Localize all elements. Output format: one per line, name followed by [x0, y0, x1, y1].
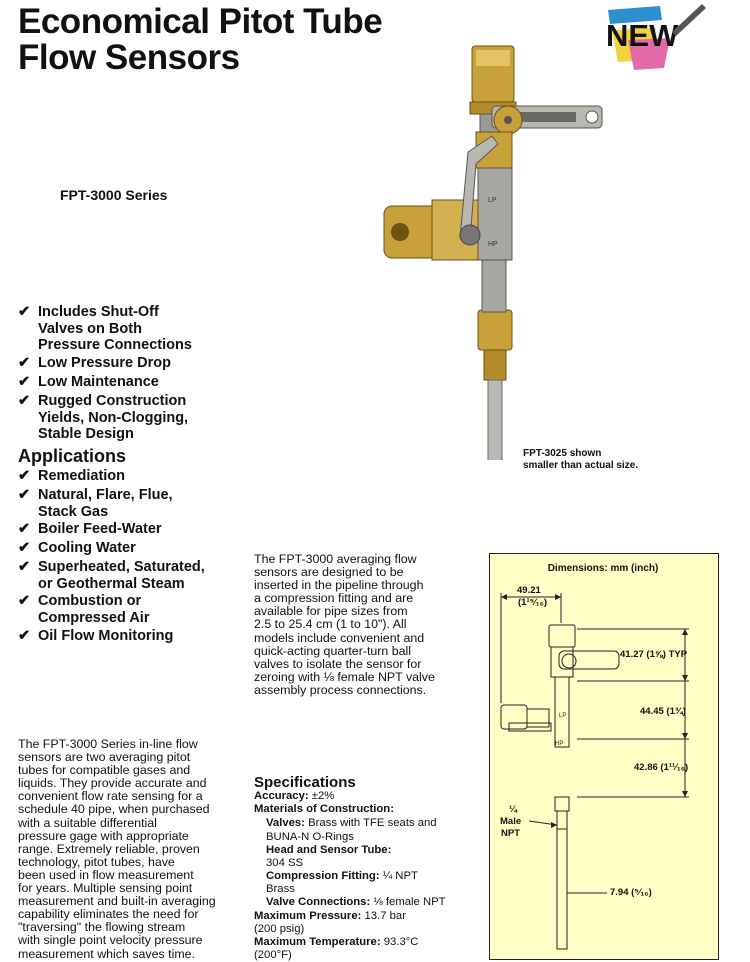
new-badge: NEW — [606, 4, 706, 70]
applications-heading: Applications — [18, 446, 127, 466]
series-label: FPT-3000 Series — [60, 187, 168, 203]
title-line-2: Flow Sensors — [18, 38, 240, 77]
dimensions-title: Dimensions: mm (inch) — [547, 563, 659, 574]
check-icon: ✔ — [18, 393, 31, 409]
dim-npt-label: NPT — [501, 828, 520, 839]
pen-icon — [672, 4, 706, 36]
check-icon: ✔ — [18, 628, 31, 644]
spec-valve-connections: Valve Connections: ⅛ female NPT — [266, 896, 446, 908]
dim-fitting-length: 42.86 (1¹¹⁄₁₆) — [634, 762, 689, 773]
title-line-1: Economical Pitot Tube — [18, 2, 383, 41]
badge-text: NEW — [606, 18, 679, 53]
dim-valve-spacing: 41.27 (1⅝) TYP — [620, 649, 688, 660]
specifications-heading: Specifications — [254, 774, 356, 791]
spec-accuracy: Accuracy: ±2% — [254, 790, 335, 802]
spec-materials: Materials of Construction: — [254, 803, 394, 815]
spec-compression-cont: Brass — [266, 883, 295, 895]
photo-lp-label: LP — [488, 197, 497, 204]
photo-hp-label: HP — [488, 241, 498, 248]
spec-head-tube-value: 304 SS — [266, 857, 304, 869]
page-title: Economical Pitot Tube Flow Sensors — [18, 2, 383, 77]
spec-max-pressure-cont: (200 psig) — [254, 923, 305, 935]
spec-max-pressure: Maximum Pressure: 13.7 bar — [254, 910, 406, 922]
check-icon: ✔ — [18, 521, 31, 537]
dim-head-length: 44.45 (1¾) — [640, 706, 686, 717]
spec-valves-cont: BUNA-N O-Rings — [266, 831, 354, 843]
check-icon: ✔ — [18, 487, 31, 503]
drawing-lp-label: LP — [559, 713, 566, 719]
spec-valves: Valves: Brass with TFE seats and — [266, 817, 437, 829]
product-photo: LP HP — [383, 45, 603, 460]
dim-tube-diameter: 7.94 (⁵⁄₁₆) — [610, 887, 652, 898]
dim-npt-fraction: ¼ — [509, 804, 517, 815]
drawing-hp-label: HP — [555, 741, 563, 747]
check-icon: ✔ — [18, 355, 31, 371]
spec-compression: Compression Fitting: ¼ NPT — [266, 870, 418, 882]
badge-swash-pink — [628, 38, 670, 70]
spec-max-temp-cont: (200°F) — [254, 949, 292, 961]
badge-swash-blue — [608, 6, 662, 24]
check-icon: ✔ — [18, 304, 31, 320]
dim-width-inch: (1¹⁵⁄₁₆) — [518, 597, 548, 608]
spec-head-tube: Head and Sensor Tube: — [266, 844, 392, 856]
check-icon: ✔ — [18, 593, 31, 609]
check-icon: ✔ — [18, 374, 31, 390]
dim-width-value: 49.21 — [517, 585, 541, 596]
dimension-drawing: LP HP — [500, 593, 689, 950]
spec-max-temp: Maximum Temperature: 93.3°C — [254, 936, 419, 948]
photo-caption: FPT-3025 shown smaller than actual size. — [523, 448, 639, 471]
check-icon: ✔ — [18, 468, 31, 484]
check-icon: ✔ — [18, 540, 31, 556]
dimensions-box — [489, 553, 719, 960]
dim-npt-male: Male — [500, 816, 522, 827]
check-icon: ✔ — [18, 559, 31, 575]
